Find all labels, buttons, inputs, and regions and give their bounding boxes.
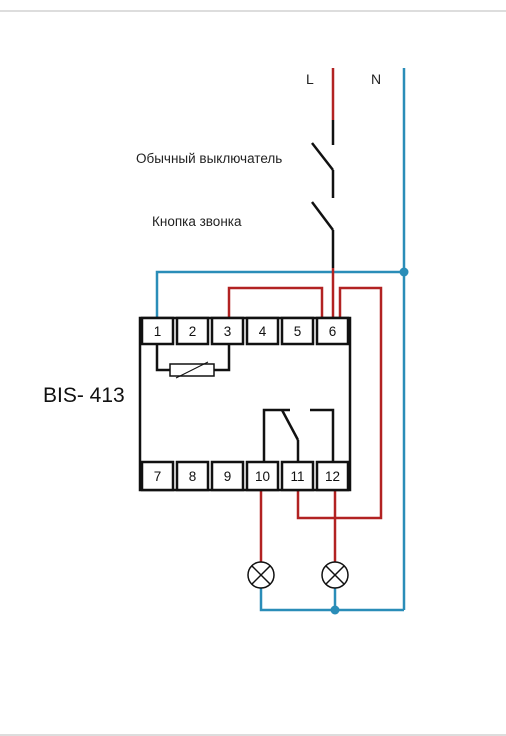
relay-coil xyxy=(155,344,231,379)
bell-button xyxy=(311,201,335,268)
lamp-1-icon xyxy=(247,561,275,589)
neutral-junction-dot-bottom xyxy=(330,605,340,615)
terminal-9: 9 xyxy=(210,460,245,492)
live-11-to-lamp xyxy=(296,490,335,520)
bottom-terminal-row: 7 8 9 10 11 12 xyxy=(140,460,350,492)
coil-lead-right xyxy=(214,344,231,372)
bell-button-lever xyxy=(311,201,334,231)
terminal-8: 8 xyxy=(175,460,210,492)
neutral-label: N xyxy=(371,71,381,87)
contact-blade xyxy=(280,409,300,441)
terminal-7: 7 xyxy=(140,460,175,492)
terminal-12: 12 xyxy=(315,460,350,492)
coil-resistor-slash xyxy=(175,361,209,379)
terminal-label: 11 xyxy=(290,469,304,484)
live-bridge-3-6 xyxy=(227,286,324,318)
terminal-5: 5 xyxy=(280,316,315,346)
terminal-box xyxy=(175,460,210,492)
live-12-loop xyxy=(335,286,383,520)
terminal-label: 1 xyxy=(154,324,162,339)
ordinary-switch xyxy=(311,120,335,198)
terminal-box xyxy=(315,316,350,346)
neutral-to-terminal-1 xyxy=(155,270,404,318)
terminal-label: 10 xyxy=(255,469,270,484)
terminal-label: 5 xyxy=(294,324,302,339)
terminal-box xyxy=(140,460,175,492)
coil-lead-left xyxy=(155,344,170,372)
terminal-box xyxy=(280,316,315,346)
terminal-box xyxy=(175,316,210,346)
terminal-label: 4 xyxy=(259,324,267,339)
terminal-1: 1 xyxy=(140,316,175,346)
terminal-box xyxy=(245,460,280,492)
line-label: L xyxy=(306,71,314,87)
terminal-box xyxy=(245,316,280,346)
terminal-label: 7 xyxy=(154,469,162,484)
terminal-11: 11 xyxy=(280,460,315,492)
terminal-box xyxy=(210,316,245,346)
switch-label: Обычный выключатель xyxy=(136,151,282,166)
terminal-label: 2 xyxy=(189,324,197,339)
terminal-label: 9 xyxy=(224,469,232,484)
terminal-3: 3 xyxy=(210,316,245,346)
terminal-label: 8 xyxy=(189,469,197,484)
neutral-junction-dot xyxy=(399,267,409,277)
live-wires xyxy=(227,68,383,562)
terminal-4: 4 xyxy=(245,316,280,346)
relay-body xyxy=(138,316,352,492)
terminal-label: 6 xyxy=(329,324,337,339)
terminal-6: 6 xyxy=(315,316,350,346)
coil-resistor-icon xyxy=(169,363,215,377)
terminal-box xyxy=(210,460,245,492)
bell-button-label: Кнопка звонка xyxy=(152,214,242,229)
model-label: BIS- 413 xyxy=(43,384,125,407)
contact-10-lead xyxy=(262,408,290,462)
terminal-2: 2 xyxy=(175,316,210,346)
contact-12-lead xyxy=(310,408,335,462)
terminal-10: 10 xyxy=(245,460,280,492)
neutral-lamp-return xyxy=(259,588,404,612)
relay-contact xyxy=(262,408,335,462)
switch-lever xyxy=(311,142,334,171)
terminal-label: 12 xyxy=(325,469,340,484)
lamp-2-icon xyxy=(321,561,349,589)
terminal-label: 3 xyxy=(224,324,232,339)
neutral-wires xyxy=(155,68,406,612)
